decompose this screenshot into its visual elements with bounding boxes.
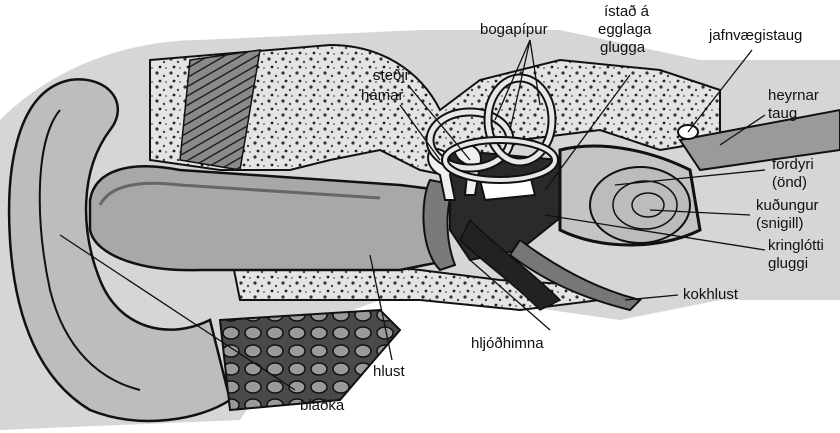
label-istad-line1: ístað á: [604, 4, 649, 19]
label-istad-line2: egglaga: [598, 22, 651, 37]
label-fordyri-line2: (önd): [772, 175, 807, 190]
label-bogapipur: bogapípur: [480, 22, 548, 37]
label-heyrnar-line2: taug: [768, 106, 797, 121]
lower-tissue: [220, 310, 400, 410]
label-stedji: steðji: [373, 68, 408, 83]
label-hamar: hamar: [361, 88, 404, 103]
label-istad-line3: glugga: [600, 40, 645, 55]
label-heyrnar-line1: heyrnar: [768, 88, 819, 103]
label-bladka: blaðka: [300, 398, 344, 413]
label-kringlotti-line1: kringlótti: [768, 238, 824, 253]
label-kringlotti-line2: gluggi: [768, 256, 808, 271]
label-kudungur-line1: kuðungur: [756, 198, 819, 213]
label-jafnvaegistaug: jafnvægistaug: [709, 28, 802, 43]
label-hljodhimna: hljóðhimna: [471, 336, 544, 351]
label-kudungur-line2: (snigill): [756, 216, 804, 231]
label-fordyri-line1: fordyri: [772, 157, 814, 172]
label-kokhlust: kokhlust: [683, 287, 738, 302]
label-hlust: hlust: [373, 364, 405, 379]
